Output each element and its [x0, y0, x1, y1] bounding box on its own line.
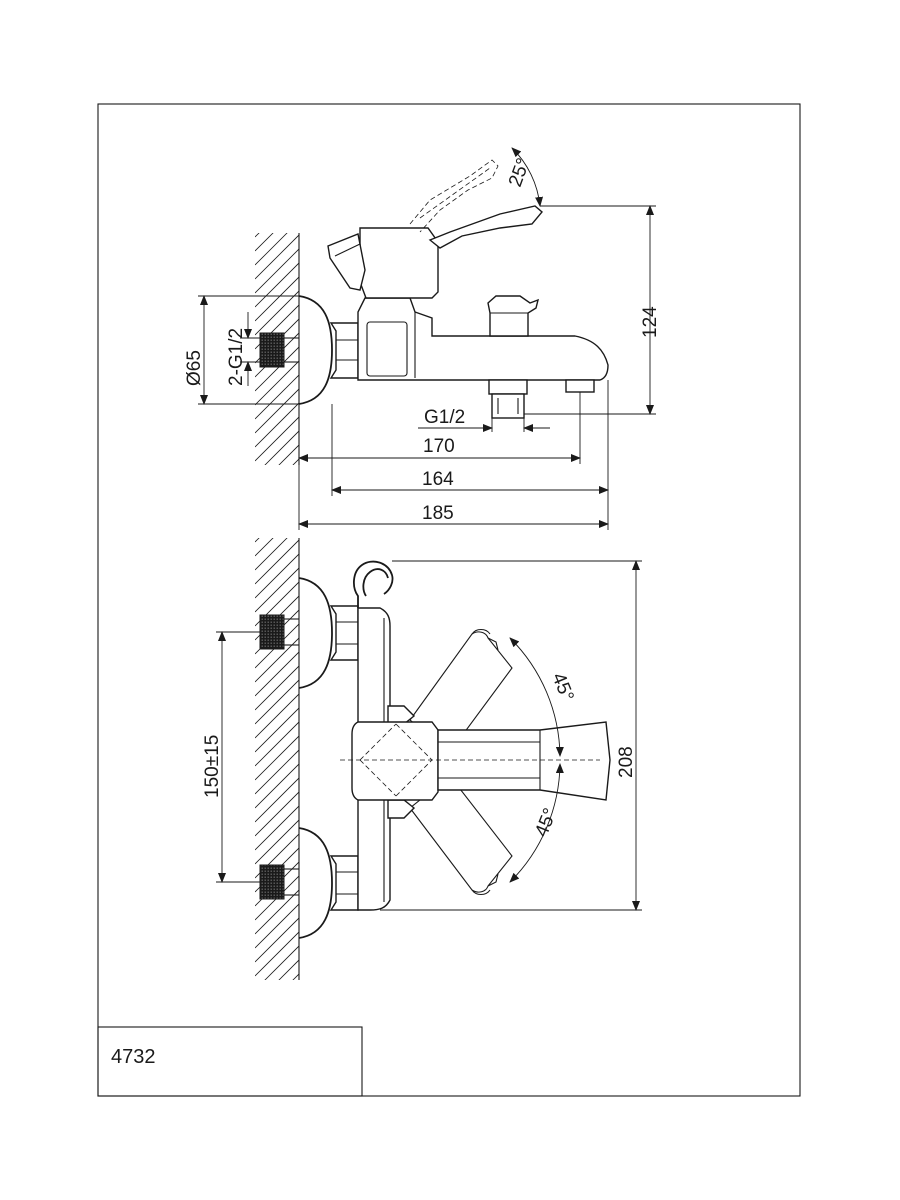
- hatch-line: [255, 416, 299, 462]
- cartridge-block-front: [351, 721, 439, 801]
- hatch-line: [255, 539, 299, 585]
- hatch-line: [255, 402, 299, 448]
- hatch-line: [255, 903, 299, 949]
- dim-length-170: 170: [423, 436, 455, 457]
- drawing-frame: [97, 103, 801, 1097]
- outlet-thread: [488, 379, 528, 395]
- inlet-connector-side: [259, 332, 285, 368]
- hatch-line: [255, 819, 299, 865]
- dim-height-124: 124: [640, 306, 661, 338]
- dim-diameter-65: Ø65: [184, 350, 205, 386]
- diverter-knob: [487, 295, 540, 337]
- hatch-line: [255, 931, 299, 977]
- hatch-line: [255, 889, 299, 935]
- hatch-line: [255, 651, 299, 697]
- hatch-line: [255, 777, 299, 823]
- spout-aerator: [565, 379, 595, 393]
- cartridge-housing: [359, 227, 439, 299]
- hatch-line: [255, 538, 288, 571]
- dim-angle-45-lower: 45°: [531, 805, 561, 840]
- hatch-line: [255, 791, 299, 837]
- hatch-line: [255, 735, 299, 781]
- lever-handle-front: [437, 721, 611, 801]
- dim-thread-outlet: G1/2: [424, 407, 465, 428]
- side-view: 25° 124 Ø65 2-G1/2 G1/2 170 164: [184, 147, 661, 531]
- hatch-line: [255, 481, 305, 531]
- hatch-line: [255, 233, 260, 238]
- hatch-line: [255, 982, 305, 1032]
- dim-length-164: 164: [422, 469, 454, 490]
- hatch-line: [264, 430, 299, 465]
- dim-angle-25: 25°: [505, 156, 535, 190]
- hatch-line: [255, 679, 299, 725]
- hatch-line: [255, 262, 299, 308]
- dim-length-185: 185: [422, 503, 454, 524]
- hatch-line: [255, 467, 305, 517]
- hatch-line: [255, 290, 299, 336]
- cover-flange-lower: [298, 827, 333, 939]
- wall-hatch-bottom: [255, 478, 305, 1046]
- hatch-line: [255, 567, 299, 613]
- shower-hook: [353, 560, 394, 608]
- hatch-line: [255, 553, 299, 599]
- hatch-line: [292, 458, 299, 465]
- mixer-body-side: [357, 297, 609, 381]
- hatch-line: [255, 749, 299, 795]
- dim-thread-inlet: 2-G1/2: [226, 328, 247, 386]
- inlet-connector-upper: [259, 614, 285, 650]
- hatch-line: [255, 805, 299, 851]
- hatch-line: [255, 763, 299, 809]
- hatch-line: [255, 234, 299, 280]
- hatch-line: [255, 693, 299, 739]
- hatch-line: [255, 996, 305, 1046]
- inlet-connector-lower: [259, 864, 285, 900]
- hatch-line: [255, 233, 274, 252]
- dim-height-208: 208: [616, 746, 637, 778]
- hatch-line: [255, 917, 299, 963]
- hatch-line: [255, 248, 299, 294]
- wall-hatch-top: [255, 173, 305, 531]
- hatch-line: [255, 478, 305, 528]
- hatch-line: [292, 973, 299, 980]
- hex-nut-side: [329, 322, 359, 379]
- model-number: 4732: [111, 1046, 156, 1068]
- hatch-line: [255, 721, 299, 767]
- body-inner-panel: [366, 321, 408, 377]
- hatch-line: [255, 374, 299, 420]
- dim-angle-45-upper: 45°: [547, 670, 577, 705]
- hatch-line: [255, 665, 299, 711]
- dim-spacing-150: 150±15: [202, 735, 223, 798]
- front-view: 45° 45° 208 150±15: [202, 478, 642, 1046]
- title-block: [97, 1026, 363, 1097]
- hatch-line: [278, 444, 299, 465]
- lever-handle-tilted: [409, 159, 499, 233]
- hatch-line: [255, 538, 274, 557]
- hatch-line: [255, 173, 305, 223]
- hatch-line: [255, 360, 299, 406]
- lever-handle-side: [428, 205, 543, 249]
- hatch-line: [255, 233, 288, 266]
- hatch-line: [255, 637, 299, 683]
- hatch-line: [255, 538, 260, 543]
- cover-flange-upper: [298, 577, 333, 689]
- hatch-line: [255, 707, 299, 753]
- hatch-line: [278, 959, 299, 980]
- hatch-line: [264, 945, 299, 980]
- hatch-line: [255, 388, 299, 434]
- cover-flange-side: [298, 295, 333, 405]
